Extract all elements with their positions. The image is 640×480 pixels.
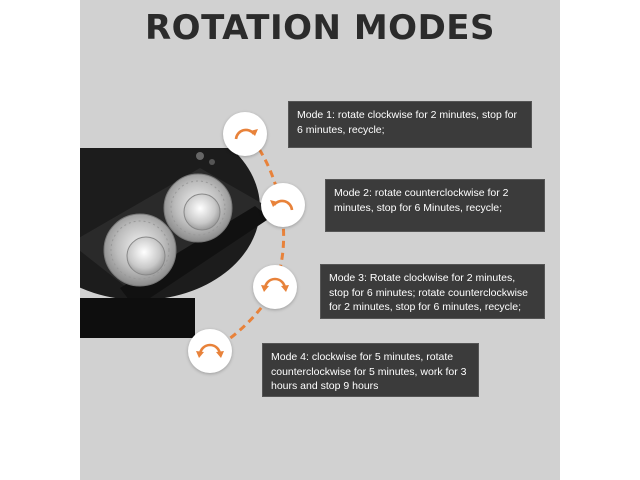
mode-2-description: Mode 2: rotate counterclockwise for 2 mi…: [325, 179, 545, 232]
mode-4-icon: [188, 329, 232, 373]
infographic-panel: ROTATION MODES: [80, 0, 560, 480]
mode-3-description: Mode 3: Rotate clockwise for 2 minutes, …: [320, 264, 545, 319]
page-title: ROTATION MODES: [144, 8, 496, 48]
mode-1-description: Mode 1: rotate clockwise for 2 minutes, …: [288, 101, 532, 148]
counterclockwise-arrow-icon: [270, 199, 294, 211]
clockwise-arrow-icon: [234, 128, 258, 140]
watch-winder-image: [80, 148, 270, 338]
mode-3-icon: [253, 265, 297, 309]
mode-4-description: Mode 4: clockwise for 5 minutes, rotate …: [262, 343, 479, 397]
bidirectional-arrow-icon: [196, 343, 224, 358]
mode-1-icon: [223, 112, 267, 156]
mode-2-icon: [261, 183, 305, 227]
bidirectional-arrow-icon: [261, 277, 289, 292]
